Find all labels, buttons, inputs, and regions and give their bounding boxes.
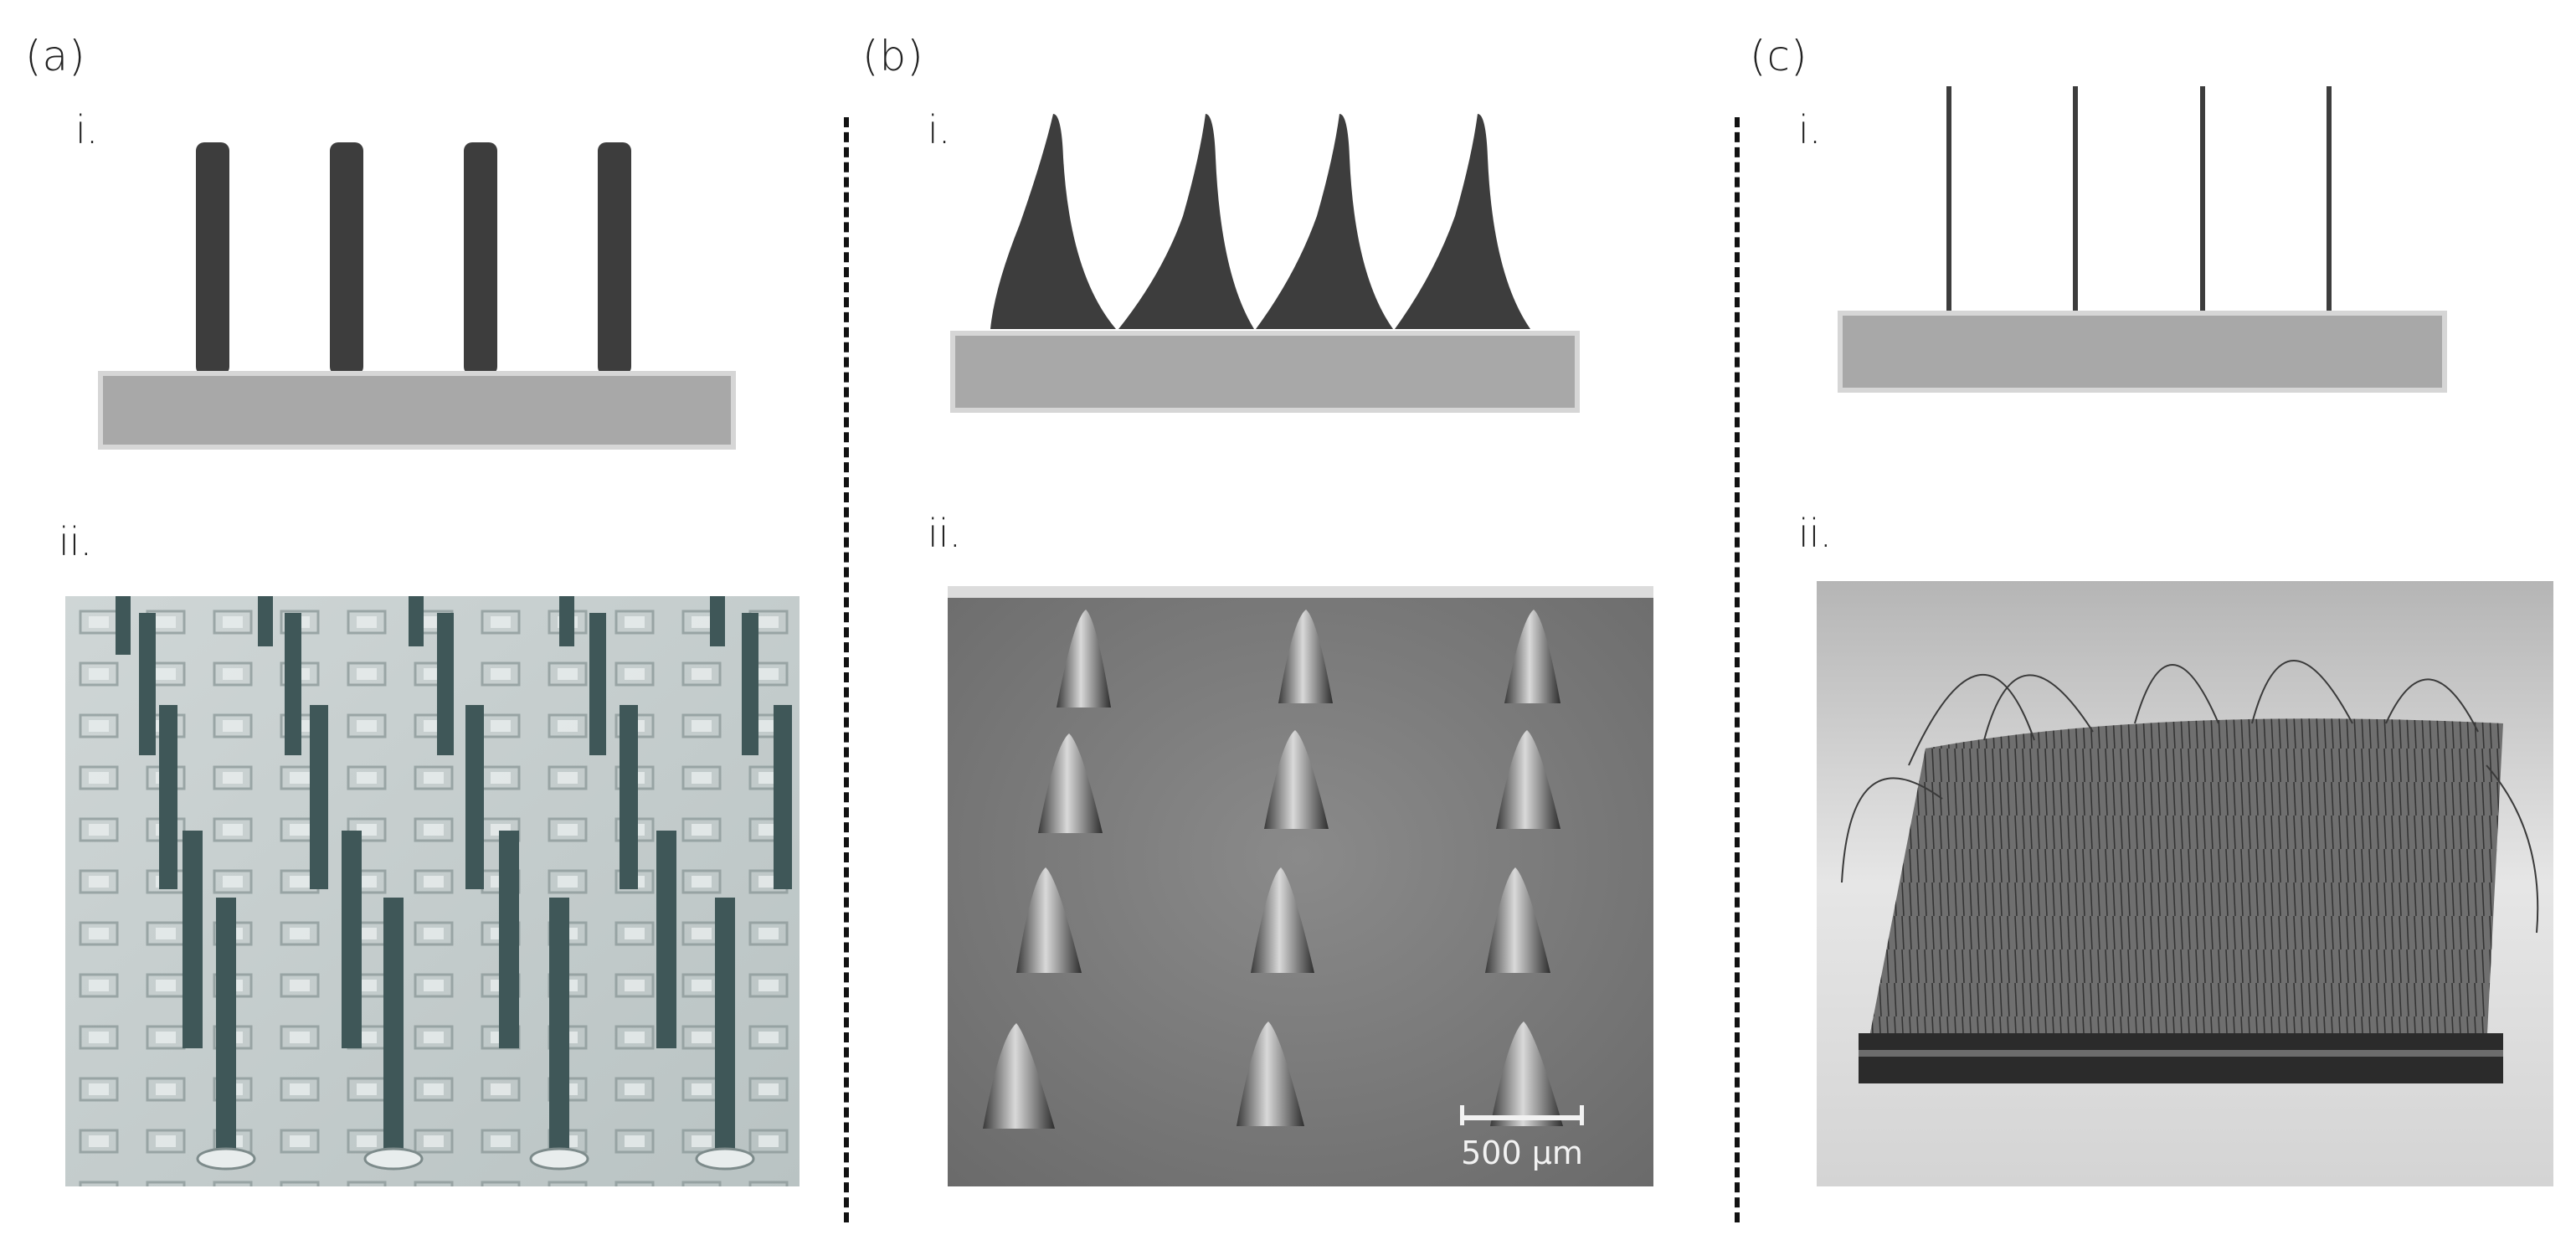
divider-a-b bbox=[844, 117, 849, 1222]
cylinder-needles bbox=[196, 142, 631, 375]
cylinder-needle bbox=[330, 142, 363, 375]
panel-a-sub-ii: ii. bbox=[59, 519, 93, 564]
wire-needles bbox=[1946, 86, 2332, 313]
pillar-rows bbox=[116, 596, 792, 1166]
cylinder-needle bbox=[598, 142, 631, 375]
panel-c-schematic bbox=[1838, 86, 2447, 393]
pillar-bases bbox=[196, 1147, 755, 1171]
panel-a-sub-i: i. bbox=[75, 107, 99, 152]
divider-b-c bbox=[1735, 117, 1740, 1222]
conical-needle bbox=[1395, 114, 1530, 329]
panel-c-sub-ii: ii. bbox=[1798, 511, 1833, 556]
panel-b-micrograph: 500 µm bbox=[948, 586, 1653, 1186]
panel-b-label: (b) bbox=[862, 32, 924, 80]
conical-needle bbox=[1256, 114, 1393, 329]
sem-cones bbox=[983, 610, 1563, 1129]
panel-b-sub-ii: ii. bbox=[928, 511, 962, 556]
panel-c-label: (c) bbox=[1750, 32, 1808, 80]
cylinder-needle bbox=[196, 142, 229, 375]
cylinder-needle bbox=[464, 142, 497, 375]
panel-a-micrograph bbox=[65, 596, 800, 1186]
panel-a-label: (a) bbox=[25, 32, 86, 80]
panel-b-schematic bbox=[950, 114, 1580, 413]
panel-c-photo bbox=[1817, 581, 2553, 1186]
panel-c-sub-i: i. bbox=[1798, 107, 1822, 152]
conical-needle bbox=[1118, 114, 1254, 329]
conical-needles bbox=[990, 114, 1530, 329]
scale-bar: 500 µm bbox=[1460, 1105, 1584, 1171]
substrate bbox=[950, 331, 1580, 413]
panel-b-sub-i: i. bbox=[928, 107, 951, 152]
fiber-mat-top-hairs bbox=[1841, 660, 2539, 934]
substrate bbox=[1838, 311, 2447, 393]
scale-bar-label: 500 µm bbox=[1461, 1135, 1583, 1171]
panel-a-schematic bbox=[98, 142, 736, 450]
conical-needle bbox=[990, 114, 1116, 329]
substrate bbox=[98, 371, 736, 450]
fiber-mat-base bbox=[1859, 1033, 2503, 1083]
